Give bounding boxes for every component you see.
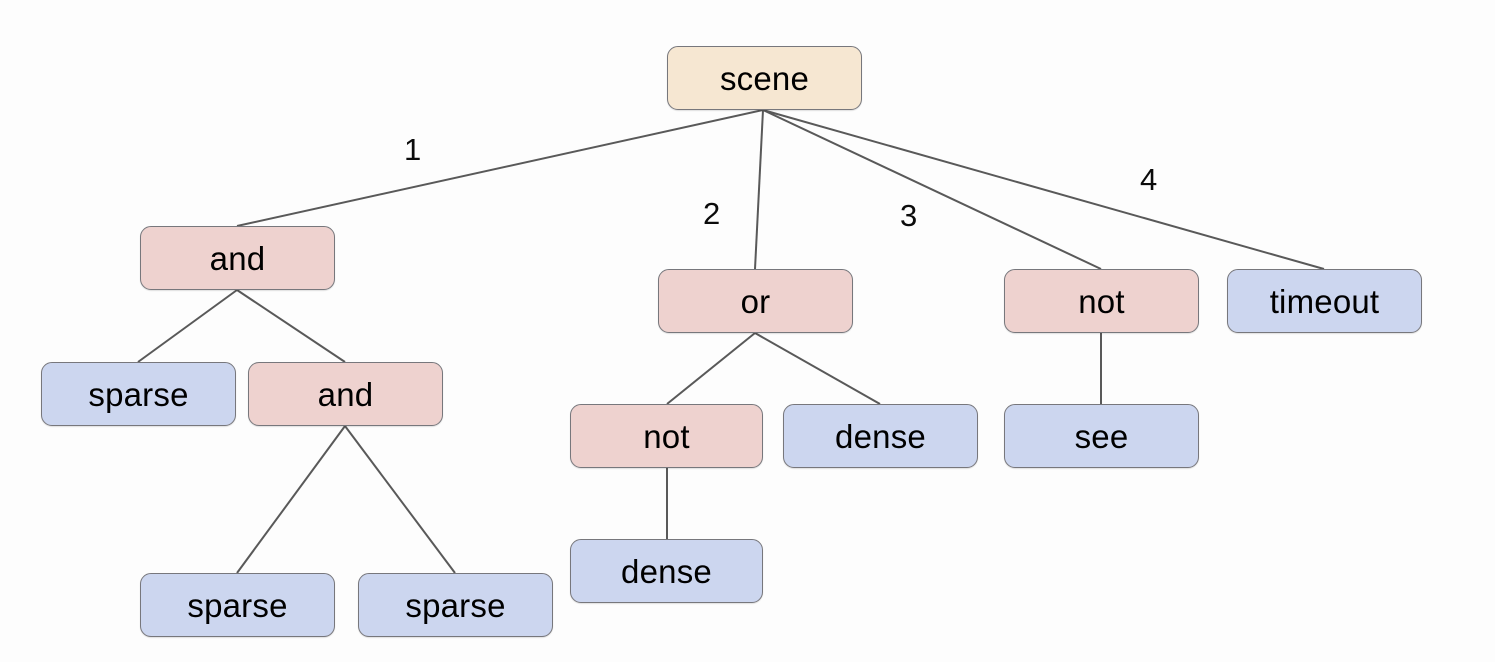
node-label: or	[740, 282, 771, 320]
edge-and2-to-sparse2	[236, 425, 346, 574]
node-sparse1[interactable]: sparse	[41, 362, 236, 426]
node-dense1[interactable]: dense	[783, 404, 978, 468]
node-label: sparse	[405, 586, 506, 624]
node-label: and	[317, 375, 374, 413]
node-label: scene	[719, 59, 810, 97]
edge-scene-to-and1	[236, 109, 764, 227]
edge-or1-to-dense1	[754, 332, 881, 405]
node-not_m[interactable]: not	[570, 404, 763, 468]
node-label: timeout	[1269, 282, 1380, 320]
node-label: not	[1078, 282, 1125, 320]
edge-scene-to-or1	[754, 109, 764, 270]
node-label: dense	[621, 552, 712, 590]
edge-or1-to-not_m	[666, 332, 756, 405]
node-label: see	[1074, 417, 1129, 455]
node-label: sparse	[88, 375, 189, 413]
edge-and1-to-sparse1	[137, 289, 238, 363]
node-timeout[interactable]: timeout	[1227, 269, 1422, 333]
edge-scene-to-timeout	[762, 109, 1325, 270]
node-sparse3[interactable]: sparse	[358, 573, 553, 637]
edge-and2-to-sparse3	[344, 425, 456, 574]
node-see[interactable]: see	[1004, 404, 1199, 468]
node-label: not	[643, 417, 690, 455]
edge-and1-to-and2	[236, 289, 346, 363]
node-dense2[interactable]: dense	[570, 539, 763, 603]
node-label: sparse	[187, 586, 288, 624]
edge-scene-to-not_r	[762, 109, 1102, 270]
node-label: and	[209, 239, 266, 277]
edge-label-1: 1	[404, 132, 422, 167]
node-label: dense	[835, 417, 926, 455]
node-and2[interactable]: and	[248, 362, 443, 426]
node-not_r[interactable]: not	[1004, 269, 1199, 333]
node-and1[interactable]: and	[140, 226, 335, 290]
node-sparse2[interactable]: sparse	[140, 573, 335, 637]
edge-label-3: 3	[900, 198, 918, 233]
edge-label-4: 4	[1140, 162, 1158, 197]
node-or1[interactable]: or	[658, 269, 853, 333]
edge-label-2: 2	[703, 196, 721, 231]
node-scene[interactable]: scene	[667, 46, 862, 110]
